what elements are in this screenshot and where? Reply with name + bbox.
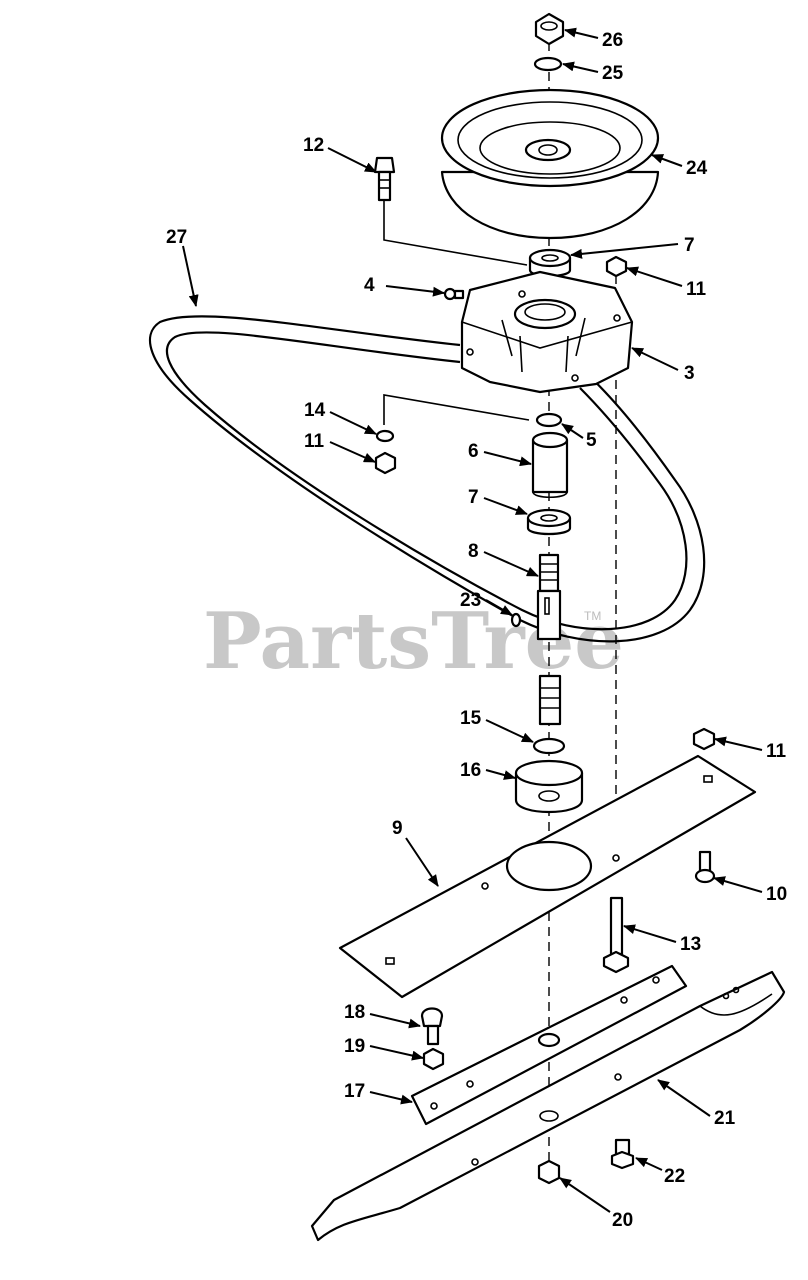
callout-11-right: 11 xyxy=(766,741,787,762)
callout-15: 15 xyxy=(460,708,482,729)
v-belt xyxy=(148,315,706,643)
callout-3: 3 xyxy=(684,363,695,384)
callout-27: 27 xyxy=(166,227,187,248)
callout-24: 24 xyxy=(686,158,708,179)
blade-adapter xyxy=(410,964,688,1126)
callout-9: 9 xyxy=(392,818,403,839)
nut-11-guide-line xyxy=(383,394,530,425)
nut-11-middle xyxy=(374,451,397,475)
leader-lines xyxy=(182,27,763,1213)
callout-22: 22 xyxy=(664,1166,685,1187)
bolt-12 xyxy=(373,156,396,202)
spacer xyxy=(531,431,569,499)
bolt-12-guide-line xyxy=(383,200,528,266)
grease-fitting xyxy=(443,287,465,301)
callout-12: 12 xyxy=(303,135,324,156)
nut-upper-right xyxy=(605,255,628,278)
callout-13: 13 xyxy=(680,934,701,955)
spindle-shaft xyxy=(536,553,562,726)
woodruff-key xyxy=(510,612,522,628)
top-nut xyxy=(534,12,565,46)
callout-23: 23 xyxy=(460,590,481,611)
callout-labels: 26 25 24 12 27 7 11 4 3 14 5 11 6 7 8 23… xyxy=(166,30,787,1231)
callout-20: 20 xyxy=(612,1210,633,1231)
watermark-trademark: TM xyxy=(584,609,601,623)
shaft-washer xyxy=(532,737,566,755)
callout-7-lower: 7 xyxy=(468,487,479,508)
callout-17: 17 xyxy=(344,1081,365,1102)
callout-11-upper: 11 xyxy=(686,279,707,300)
callout-19: 19 xyxy=(344,1036,365,1057)
blade-hub-cup xyxy=(514,759,584,814)
callout-18: 18 xyxy=(344,1002,365,1023)
deck-plate xyxy=(338,754,757,999)
washer-14 xyxy=(375,429,395,443)
callout-7-upper: 7 xyxy=(684,235,695,256)
nut-19 xyxy=(422,1047,445,1071)
bolt-18 xyxy=(420,1007,444,1046)
callout-11-middle: 11 xyxy=(304,431,325,452)
callout-21: 21 xyxy=(714,1108,736,1129)
bottom-washer xyxy=(537,1159,561,1185)
bolt-10 xyxy=(694,850,716,884)
upper-bearing xyxy=(528,248,572,278)
lower-bearing xyxy=(526,508,572,536)
callout-26: 26 xyxy=(602,30,623,51)
callout-4: 4 xyxy=(364,275,375,296)
callout-10: 10 xyxy=(766,884,787,905)
bolt-13 xyxy=(602,896,630,974)
nut-right xyxy=(692,727,716,751)
callout-8: 8 xyxy=(468,541,479,562)
callout-14: 14 xyxy=(304,400,326,421)
callout-5: 5 xyxy=(586,430,597,451)
callout-6: 6 xyxy=(468,441,479,462)
callout-25: 25 xyxy=(602,63,624,84)
retaining-ring xyxy=(535,412,563,428)
callout-16: 16 xyxy=(460,760,481,781)
top-washer xyxy=(533,56,563,72)
pulley xyxy=(440,88,660,240)
mower-blade xyxy=(310,970,786,1242)
bolt-22 xyxy=(610,1138,635,1170)
spindle-housing xyxy=(460,270,634,394)
